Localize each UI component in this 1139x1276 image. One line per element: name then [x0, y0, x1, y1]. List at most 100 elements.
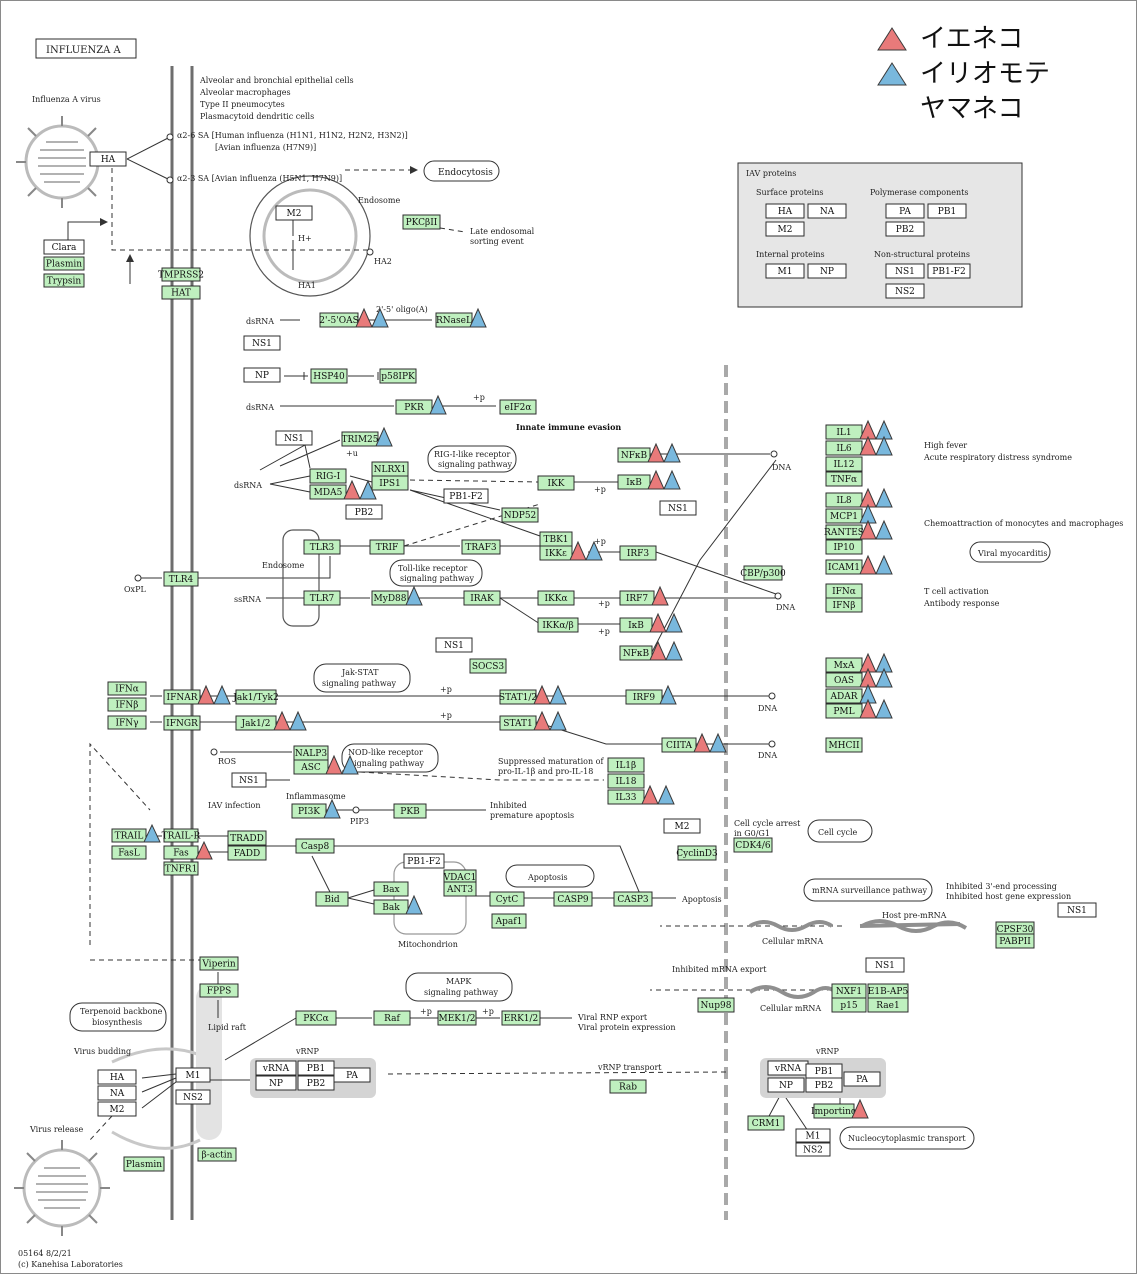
gene-crm1[interactable]: CRM1 [747, 1115, 785, 1131]
gene-importin[interactable]: Importinα [811, 1103, 857, 1119]
protein-pb2-a[interactable]: PB2 [345, 504, 383, 520]
gene-casp9[interactable]: CASP9 [553, 891, 593, 907]
gene-pabpii[interactable]: PABPII [995, 933, 1035, 949]
gene-ant3[interactable]: ANT3 [443, 881, 477, 897]
protein-clara[interactable]: Clara [43, 239, 85, 255]
gene-irf3[interactable]: IRF3 [619, 545, 657, 561]
gene-jak1tyk2[interactable]: Jak1/Tyk2 [232, 689, 279, 705]
iav-surface-items-1[interactable]: NA [807, 203, 847, 219]
gene-il1[interactable]: IL1 [825, 424, 863, 440]
iav-internal-items-0[interactable]: M1 [765, 263, 805, 279]
gene-rnasel[interactable]: RNaseL [435, 312, 473, 328]
gene-pkca[interactable]: PKCα [295, 1010, 337, 1026]
iav-polymerase-items-2[interactable]: PB2 [885, 221, 925, 237]
gene-traf3[interactable]: TRAF3 [461, 539, 501, 555]
iav-surface-items-2[interactable]: M2 [765, 221, 805, 237]
cell-cycle-pill[interactable] [807, 819, 873, 843]
gene-mcp1[interactable]: MCP1 [825, 508, 863, 524]
tlr-pathway-pill[interactable] [389, 559, 483, 587]
iav-nonstructural-items-2[interactable]: NS2 [885, 283, 925, 299]
gene-ikk[interactable]: IKK [537, 475, 575, 491]
gene-hsp40[interactable]: HSP40 [310, 368, 348, 384]
gene-nfkb1[interactable]: NFκB [617, 447, 651, 463]
protein-ns1-f[interactable]: NS1 [1057, 902, 1097, 918]
protein-m2-b[interactable]: M2 [663, 818, 701, 834]
gene-ifna2[interactable]: IFNα [825, 583, 863, 599]
gene-nxf1[interactable]: NXF1 [831, 983, 867, 999]
gene-ifng[interactable]: IFNγ [107, 715, 147, 730]
gene-tbk1[interactable]: TBK1 [539, 531, 573, 547]
gene-tlr7[interactable]: TLR7 [303, 590, 341, 606]
gene-nlrx1[interactable]: NLRX1 [371, 461, 409, 477]
protein-pb1f2-b[interactable]: PB1-F2 [403, 853, 445, 869]
gene-plasmin1[interactable]: Plasmin [43, 256, 85, 271]
protein-np-a[interactable]: NP [243, 367, 281, 383]
gene-p15[interactable]: p15 [831, 997, 867, 1013]
gene-cytc[interactable]: CytC [489, 891, 525, 907]
gene-fadd[interactable]: FADD [227, 845, 267, 861]
protein-ha-top[interactable]: HA [89, 151, 127, 167]
protein-m1-b[interactable]: M1 [175, 1067, 211, 1083]
gene-bak[interactable]: Bak [373, 899, 409, 915]
gene-trif[interactable]: TRIF [369, 539, 405, 555]
viral-myocarditis-pill[interactable] [969, 541, 1051, 563]
protein-pb1-r[interactable]: PB1 [805, 1063, 843, 1079]
gene-cdk46[interactable]: CDK4/6 [733, 837, 773, 853]
gene-rae1[interactable]: Rae1 [867, 997, 909, 1013]
iav-internal-items-1[interactable]: NP [807, 263, 847, 279]
gene-ip10[interactable]: IP10 [825, 539, 863, 555]
gene-mda5[interactable]: MDA5 [309, 484, 347, 500]
gene-adar[interactable]: ADAR [825, 688, 863, 704]
gene-rab[interactable]: Rab [609, 1079, 647, 1094]
mapk-pathway-pill[interactable] [405, 972, 513, 1002]
protein-pa-r[interactable]: PA [843, 1071, 881, 1087]
gene-tlr3[interactable]: TLR3 [303, 539, 341, 555]
gene-ndp52[interactable]: NDP52 [501, 507, 539, 523]
gene-irak[interactable]: IRAK [463, 590, 501, 606]
gene-pkr[interactable]: PKR [395, 399, 433, 415]
gene-nup98[interactable]: Nup98 [697, 997, 735, 1013]
gene-fasl[interactable]: FasL [111, 845, 147, 860]
protein-ns1-b[interactable]: NS1 [275, 430, 313, 446]
gene-nfkb2[interactable]: NFκB [619, 645, 653, 661]
protein-ns1-c[interactable]: NS1 [659, 500, 697, 516]
endocytosis-pill[interactable] [423, 160, 500, 182]
protein-na-b[interactable]: NA [97, 1085, 137, 1101]
protein-ns2-r[interactable]: NS2 [795, 1142, 831, 1157]
gene-tmprss2[interactable]: TMPRSS2 [158, 267, 204, 282]
gene-casp3[interactable]: CASP3 [613, 891, 653, 907]
gene-pkb[interactable]: PKB [393, 803, 427, 819]
gene-oas-2-5[interactable]: 2'-5'OAS [319, 312, 359, 328]
gene-il6[interactable]: IL6 [825, 440, 863, 456]
gene-rantes[interactable]: RANTES [824, 524, 864, 540]
gene-mxa[interactable]: MxA [825, 657, 863, 673]
protein-ns2-b[interactable]: NS2 [175, 1089, 211, 1105]
nod-pathway-pill[interactable] [341, 743, 439, 773]
gene-tlr4[interactable]: TLR4 [163, 571, 199, 587]
gene-stat12[interactable]: STAT1/2 [499, 689, 537, 705]
gene-fas[interactable]: Fas [163, 845, 199, 860]
gene-bid[interactable]: Bid [315, 891, 349, 907]
protein-pa-l[interactable]: PA [333, 1067, 371, 1083]
gene-rigi[interactable]: RIG-I [309, 468, 347, 484]
gene-casp8[interactable]: Casp8 [295, 838, 335, 854]
protein-pb2-l[interactable]: PB2 [297, 1075, 335, 1091]
jak-stat-pathway-pill[interactable] [313, 663, 411, 693]
gene-trailr[interactable]: TRAIL-R [162, 828, 201, 843]
gene-e1bap5[interactable]: E1B-AP5 [867, 983, 909, 999]
gene-socs3[interactable]: SOCS3 [469, 658, 507, 674]
iav-nonstructural-items-0[interactable]: NS1 [885, 263, 925, 279]
protein-ovrna-r[interactable]: vRNA [767, 1060, 809, 1076]
gene-raf[interactable]: Raf [373, 1010, 411, 1026]
protein-ovrna-l[interactable]: vRNA [255, 1060, 297, 1076]
iav-nonstructural-items-1[interactable]: PB1-F2 [927, 263, 971, 279]
mrna-surveillance-pill[interactable] [803, 878, 933, 902]
protein-np-l[interactable]: NP [255, 1075, 297, 1091]
protein-pb1f2-a[interactable]: PB1-F2 [443, 488, 489, 504]
protein-ns1-g[interactable]: NS1 [865, 957, 905, 973]
protein-ha-b[interactable]: HA [97, 1069, 137, 1085]
gene-mhcii[interactable]: MHCII [825, 737, 863, 753]
gene-ikb1[interactable]: IκB [617, 474, 651, 490]
iav-polymerase-items-0[interactable]: PA [885, 203, 925, 219]
gene-fpps[interactable]: FPPS [199, 983, 239, 998]
